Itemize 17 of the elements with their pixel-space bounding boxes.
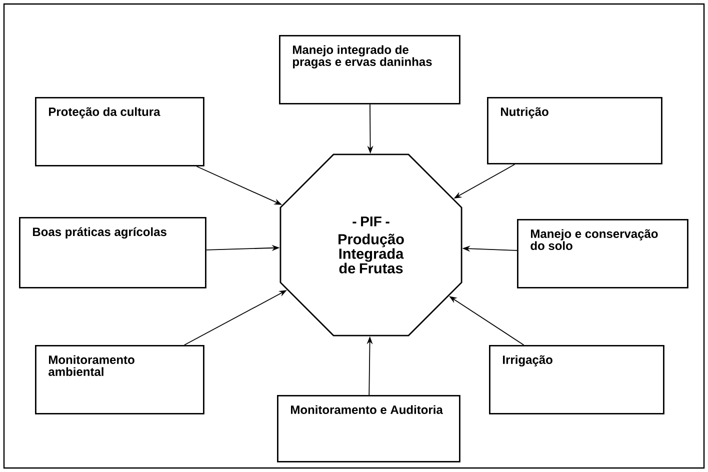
octagon: - PIF - Produção Integrada de Frutas (280, 154, 462, 336)
box-label: Manejo e conservação do solo (530, 229, 658, 250)
text-box (489, 345, 664, 414)
box-label: Monitoramento ambiental (48, 355, 134, 376)
box-label: Manejo integrado de pragas e ervas daninhas (293, 45, 432, 68)
box-label: Monitoramento e Auditoria (291, 405, 443, 414)
text-box (19, 217, 206, 288)
text-box (279, 35, 460, 104)
box-label: Proteção da cultura (49, 107, 160, 118)
box-label: Irrigação (503, 355, 552, 366)
text-box (35, 345, 204, 414)
box-label: Nutrição (501, 107, 548, 118)
text-box (35, 97, 204, 166)
text-box (517, 219, 688, 288)
text-box (277, 395, 460, 462)
box-label: Boas práticas agrícolas (33, 227, 166, 239)
text-box (487, 97, 662, 164)
